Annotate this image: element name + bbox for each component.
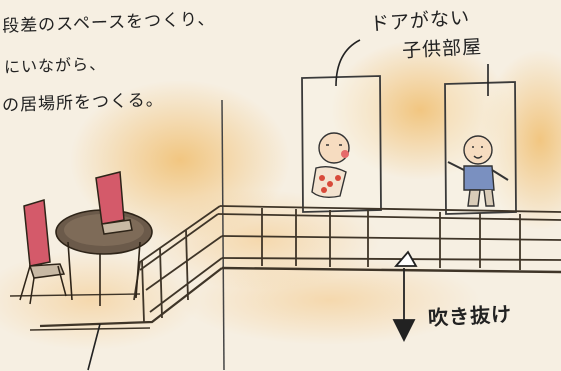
upper-floor (217, 205, 561, 274)
annotation-door-line2: 子供部屋 (401, 35, 483, 63)
annotation-left-line2: にいながら、 (3, 54, 107, 77)
light-glow (480, 50, 561, 230)
annotation-void-label: 吹き抜け (427, 301, 513, 331)
pointer-line (87, 323, 101, 371)
chair-back (95, 171, 133, 235)
child-figure-left (311, 132, 350, 199)
lower-floor-edge (29, 327, 151, 331)
chair-left (19, 199, 67, 305)
wall-line (221, 99, 225, 371)
child-figure-right (447, 135, 509, 207)
void-arrow (392, 250, 418, 343)
arrow-to-door (335, 39, 361, 87)
